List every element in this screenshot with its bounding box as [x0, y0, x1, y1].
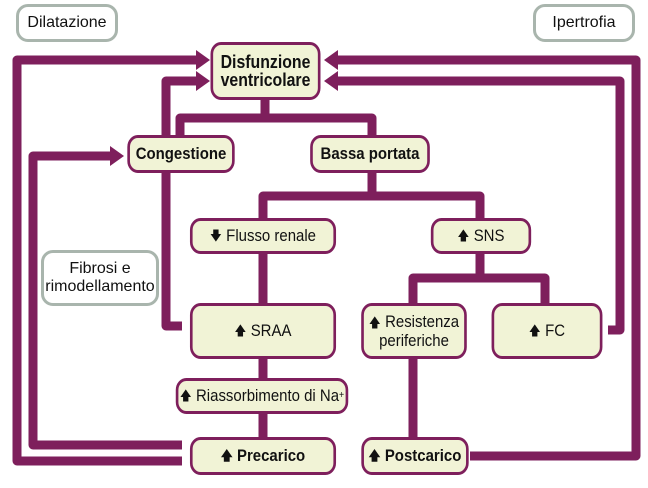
label-fibrosi: Fibrosi e rimodellamento	[41, 250, 159, 306]
arrowhead	[110, 146, 124, 166]
label-ipertrofia: Ipertrofia	[533, 4, 635, 42]
arrow-up-icon: 🡅	[457, 228, 470, 243]
node-text: Bassa portata	[320, 144, 420, 163]
arrow-up-icon: 🡅	[368, 448, 381, 463]
arrow-up-icon: 🡅	[220, 448, 233, 463]
label-text: rimodellamento	[45, 278, 155, 295]
arrowhead	[196, 50, 210, 70]
arrow-up-icon: 🡅	[234, 323, 247, 338]
node-text: SRAA	[250, 321, 292, 340]
node-postcarico: 🡅Postcarico	[361, 437, 469, 475]
node-text: Congestione	[135, 144, 227, 163]
label-text: Dilatazione	[27, 14, 107, 31]
arrowhead	[324, 71, 338, 91]
node-text: periferiche	[379, 330, 449, 350]
superscript: +	[339, 390, 345, 401]
arrow-down-icon: 🡇	[210, 228, 222, 243]
label-dilatazione: Dilatazione	[16, 4, 118, 42]
node-flusso-renale: 🡇 Flusso renale	[189, 218, 337, 254]
node-bassa-portata: Bassa portata	[310, 135, 430, 173]
node-precarico: 🡅Precarico	[189, 437, 337, 475]
node-sraa: 🡅SRAA	[189, 303, 337, 359]
node-disfunzione-ventricolare: Disfunzione ventricolare	[210, 42, 321, 100]
node-text: Disfunzione	[220, 52, 311, 72]
node-resistenza-periferiche: 🡅Resistenza periferiche	[361, 303, 467, 359]
node-line: 🡅Resistenza	[368, 311, 460, 332]
arrowhead	[196, 71, 210, 91]
node-text: SNS	[473, 226, 505, 245]
node-text: FC	[545, 321, 566, 340]
node-sns: 🡅SNS	[430, 218, 532, 254]
arrow-up-icon: 🡅	[179, 388, 192, 403]
node-text: Riassorbimento di Na	[196, 386, 340, 405]
node-text: ventricolare	[220, 70, 311, 90]
node-fc: 🡅 FC	[491, 303, 603, 359]
node-congestione: Congestione	[127, 135, 235, 173]
label-text: Ipertrofia	[552, 14, 616, 31]
node-riassorbimento-na: 🡅 Riassorbimento di Na+	[175, 378, 349, 414]
arrowhead	[324, 50, 338, 70]
node-text: Flusso renale	[226, 226, 316, 245]
arrow-up-icon: 🡅	[528, 323, 541, 338]
arrow-up-icon: 🡅	[368, 314, 381, 330]
node-text: Precarico	[236, 446, 306, 465]
node-text: Resistenza	[385, 311, 460, 331]
label-text: Fibrosi e	[69, 260, 131, 277]
node-text: Postcarico	[384, 446, 462, 465]
